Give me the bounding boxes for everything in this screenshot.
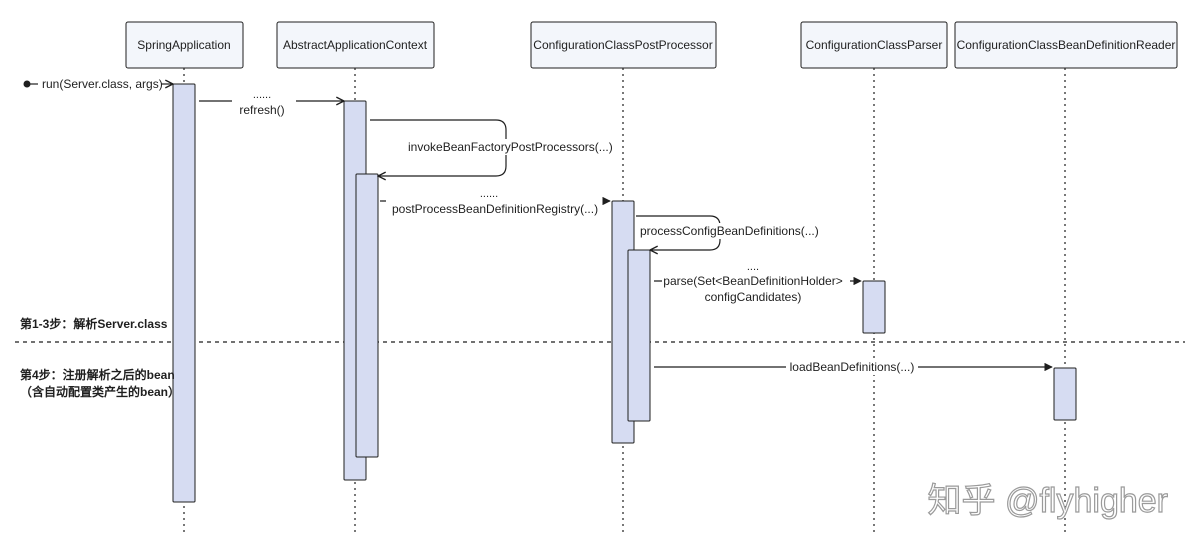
parse-dots-label: .... <box>747 261 759 273</box>
participant-box-spring-application <box>125 21 244 69</box>
activation-parser <box>862 280 886 334</box>
participant-label-configuration-class-parser: ConfigurationClassParser <box>806 38 943 52</box>
run-message-label: run(Server.class, args) <box>42 77 163 91</box>
participant-box-abstract-application-context <box>276 21 435 69</box>
activation-post-processor-inner <box>627 249 651 422</box>
participant-label-configuration-class-post-processor: ConfigurationClassPostProcessor <box>533 38 712 52</box>
step-1-3-note: 第1-3步：解析Server.class <box>20 316 168 331</box>
participant-label-configuration-class-bean-definition-reader: ConfigurationClassBeanDefinitionReader <box>957 38 1176 52</box>
refresh-dots-label: ...... <box>253 89 271 101</box>
parse-message-line2: configCandidates) <box>705 290 802 304</box>
watermark: 知乎 @flyhigher <box>928 482 1168 520</box>
found-message-dot <box>23 80 31 88</box>
refresh-message-label: refresh() <box>239 103 284 117</box>
step-4-note-line2: （含自动配置类产生的bean） <box>20 384 180 399</box>
post-process-message-label: postProcessBeanDefinitionRegistry(...) <box>392 202 598 216</box>
process-config-message-label: processConfigBeanDefinitions(...) <box>640 224 819 238</box>
participant-box-configuration-class-parser <box>800 21 948 69</box>
load-message-label: loadBeanDefinitions(...) <box>790 360 915 374</box>
participant-box-configuration-class-post-processor <box>530 21 717 69</box>
activation-context-inner <box>355 173 379 458</box>
participant-label-spring-application: SpringApplication <box>137 38 230 52</box>
post-process-dots-label: ...... <box>480 188 498 200</box>
step-4-note-line1: 第4步：注册解析之后的bean <box>20 367 175 382</box>
activation-reader <box>1053 367 1077 421</box>
activation-spring-application <box>172 83 196 503</box>
parse-message-line1: parse(Set<BeanDefinitionHolder> <box>663 274 842 288</box>
invoke-message-label: invokeBeanFactoryPostProcessors(...) <box>408 140 613 154</box>
participant-label-abstract-application-context: AbstractApplicationContext <box>283 38 428 52</box>
participant-box-configuration-class-bean-definition-reader <box>954 21 1178 69</box>
